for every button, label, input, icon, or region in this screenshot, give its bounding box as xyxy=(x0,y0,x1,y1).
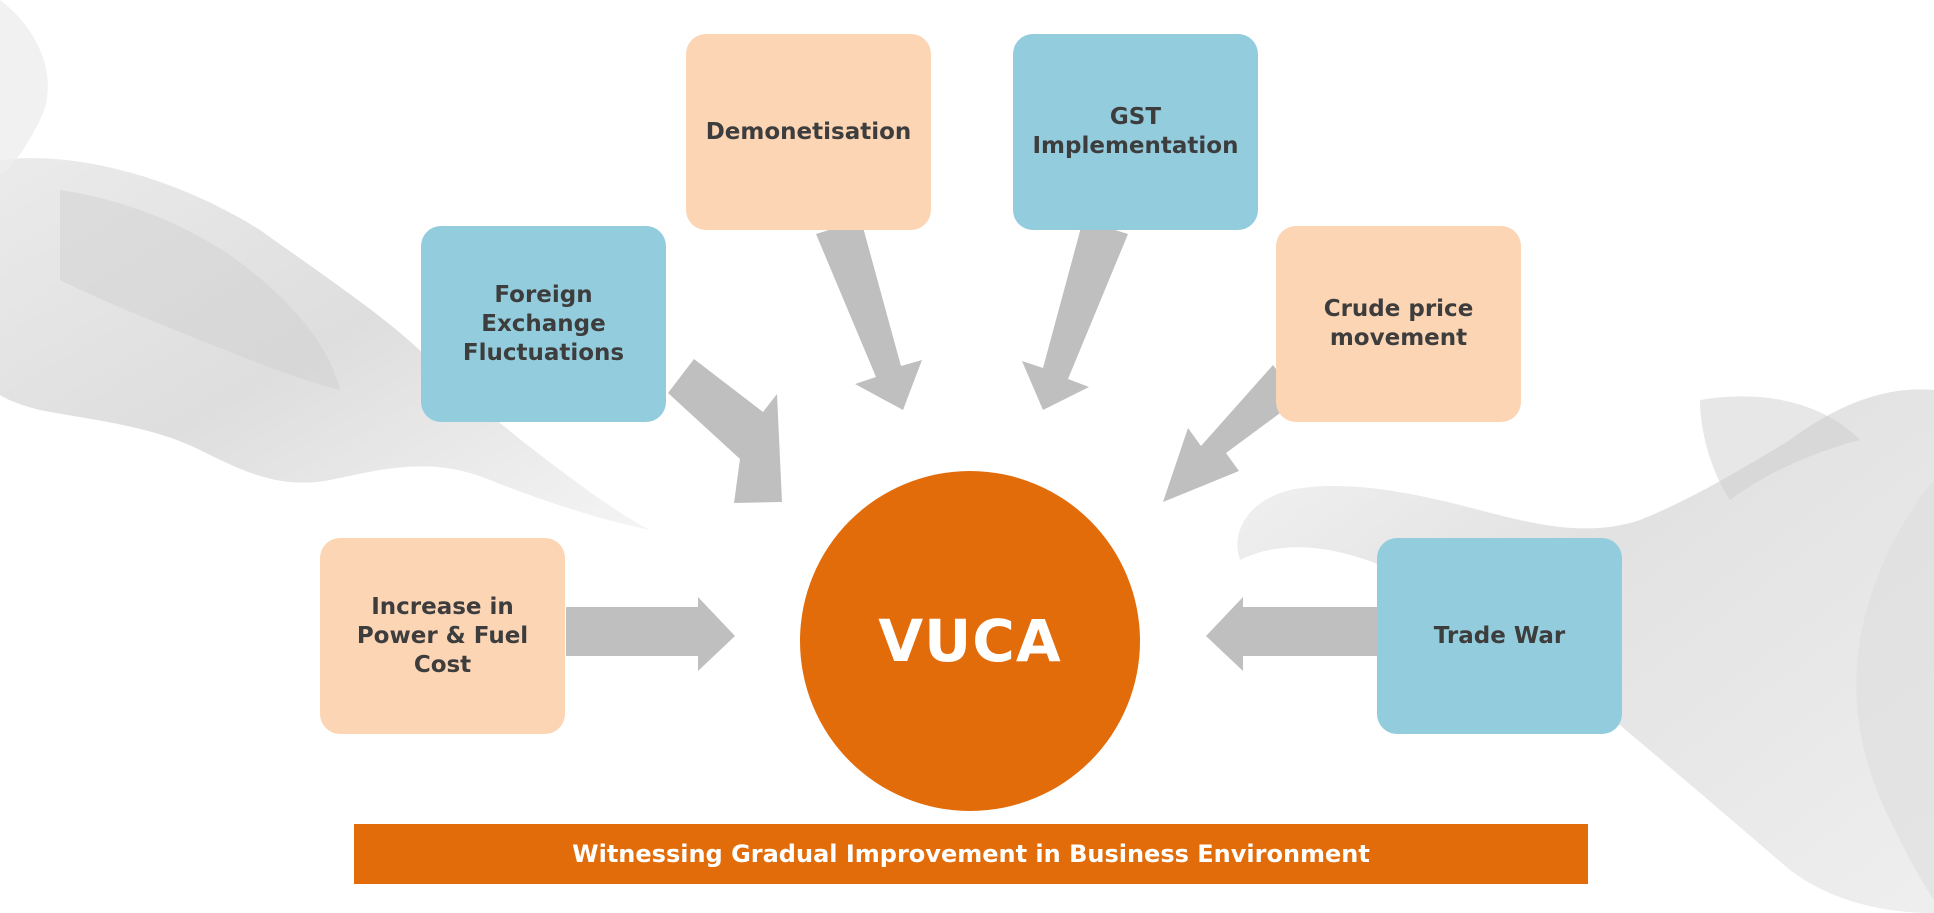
left-drape-fold-2 xyxy=(60,190,340,390)
summary-banner-text: Witnessing Gradual Improvement in Busine… xyxy=(572,840,1370,868)
arrow-demonetisation xyxy=(816,220,922,410)
arrow-gst xyxy=(1022,220,1128,410)
factor-label-trade-war: Trade War xyxy=(1433,622,1566,649)
factor-label-power-fuel: Increase in Power & Fuel Cost xyxy=(356,593,529,678)
factor-box-forex: Foreign Exchange Fluctuations xyxy=(421,226,666,422)
factor-box-demonetisation: Demonetisation xyxy=(686,34,931,230)
left-drape-shape xyxy=(0,158,650,530)
right-drape-fold-2 xyxy=(1700,396,1860,500)
right-drape-fold xyxy=(1856,480,1934,900)
factor-box-trade-war: Trade War xyxy=(1377,538,1622,734)
factor-label-forex: Foreign Exchange Fluctuations xyxy=(462,281,625,366)
arrow-trade-war xyxy=(1206,597,1377,671)
vuca-center-label: VUCA xyxy=(878,607,1062,675)
factor-box-crude: Crude price movement xyxy=(1276,226,1521,422)
factor-label-crude: Crude price movement xyxy=(1323,296,1474,351)
factor-box-gst: GST Implementation xyxy=(1013,34,1258,230)
summary-banner: Witnessing Gradual Improvement in Busine… xyxy=(354,824,1588,884)
left-drape-fold xyxy=(0,0,48,175)
arrow-crude xyxy=(1163,365,1299,502)
arrow-forex xyxy=(668,359,782,503)
factor-label-gst: GST Implementation xyxy=(1032,104,1239,159)
arrow-power-fuel xyxy=(566,597,735,671)
vuca-center-circle: VUCA xyxy=(800,471,1140,811)
factor-box-power-fuel: Increase in Power & Fuel Cost xyxy=(320,538,565,734)
factor-label-demonetisation: Demonetisation xyxy=(705,118,912,145)
